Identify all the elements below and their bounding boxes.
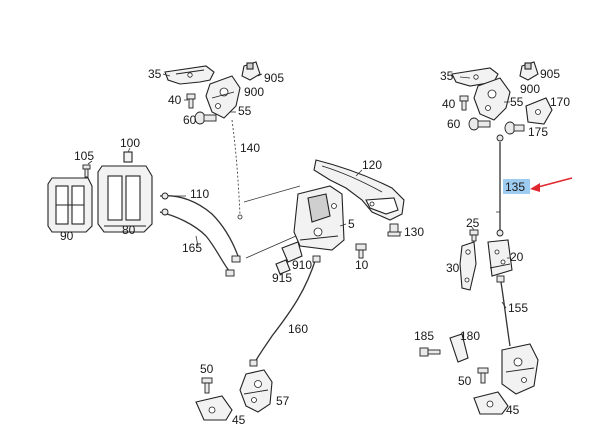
callout-905: 905	[264, 71, 284, 85]
callout-55-right: 55	[510, 95, 524, 109]
clip-100	[123, 151, 133, 163]
bolt-185	[419, 347, 441, 357]
callout-105: 105	[74, 149, 94, 163]
bolt-50-right	[477, 367, 489, 384]
lower-latch-57	[239, 369, 273, 413]
screw-105	[82, 164, 91, 178]
bracket-170	[525, 97, 553, 125]
bolt-10	[355, 243, 367, 259]
callout-900: 900	[244, 85, 264, 99]
lock-module-20	[487, 239, 513, 277]
callout-160: 160	[288, 322, 308, 336]
callout-155: 155	[508, 301, 528, 315]
handle-housing-80	[97, 165, 153, 233]
screw-40-right	[459, 95, 469, 111]
connector-905-left	[241, 61, 261, 81]
handle-bezel-90	[47, 177, 93, 233]
callout-170: 170	[550, 95, 570, 109]
bolt-60-right	[468, 117, 491, 131]
clip-915	[275, 259, 291, 275]
callout-80: 80	[122, 223, 136, 237]
cable-155	[499, 275, 511, 347]
lever-30	[459, 241, 477, 291]
callout-135: 135	[505, 180, 525, 194]
bolt-25	[469, 229, 479, 242]
leader-lines	[87, 73, 539, 309]
callout-130: 130	[404, 225, 424, 239]
bracket-180	[449, 333, 469, 363]
callout-165: 165	[182, 241, 202, 255]
callout-100: 100	[120, 136, 140, 150]
callout-45: 45	[232, 413, 246, 426]
striker-45-left	[195, 395, 233, 421]
callout-900-right: 900	[520, 82, 540, 96]
callout-110: 110	[190, 187, 209, 201]
callout-120: 120	[362, 158, 382, 172]
callout-50: 50	[200, 362, 214, 376]
red-arrow	[530, 177, 573, 192]
callout-5: 5	[348, 217, 355, 231]
callout-40-right: 40	[442, 97, 456, 111]
highlight-135	[503, 179, 530, 194]
callout-35-right: 35	[440, 69, 454, 83]
callout-57: 57	[276, 394, 290, 408]
screw-40-left	[186, 93, 196, 109]
callout-905-right: 905	[540, 67, 560, 81]
callout-55: 55	[238, 104, 252, 118]
callout-180: 180	[460, 329, 480, 343]
hinge-bracket-35-left	[164, 65, 215, 85]
exterior-handle-120	[313, 159, 405, 221]
cable-160	[253, 257, 317, 365]
cable-165	[159, 211, 231, 273]
callout-175: 175	[528, 125, 548, 139]
callout-910: 910	[292, 258, 312, 272]
callout-40: 40	[168, 93, 182, 107]
callout-50-right: 50	[458, 374, 472, 388]
lower-latch-right	[501, 343, 539, 395]
bolt-60-left	[194, 111, 217, 125]
callout-labels: 35 905 900 40 60 55 140 105 100 110 90 8…	[60, 67, 570, 426]
callout-60: 60	[183, 113, 197, 127]
callout-185: 185	[414, 329, 434, 343]
striker-45-right	[473, 391, 509, 415]
callout-25: 25	[466, 216, 480, 230]
callout-60-right: 60	[447, 117, 461, 131]
rod-140-end	[237, 214, 243, 220]
cable-110	[159, 195, 239, 257]
callout-35: 35	[148, 67, 162, 81]
bolt-50-left	[201, 377, 213, 394]
callout-20: 20	[510, 250, 524, 264]
door-lock-5	[293, 185, 345, 251]
lock-actuator-55-right	[473, 77, 511, 121]
rod-140	[231, 119, 241, 216]
connector-905-right	[519, 61, 539, 81]
callout-45-right: 45	[506, 403, 520, 417]
callout-90: 90	[60, 229, 74, 243]
callout-10: 10	[355, 258, 369, 272]
callout-140: 140	[240, 141, 260, 155]
callout-30: 30	[446, 261, 460, 275]
bolt-175	[504, 121, 525, 135]
callout-915: 915	[272, 271, 292, 285]
bolt-130	[387, 223, 401, 237]
connector-910	[281, 241, 303, 263]
